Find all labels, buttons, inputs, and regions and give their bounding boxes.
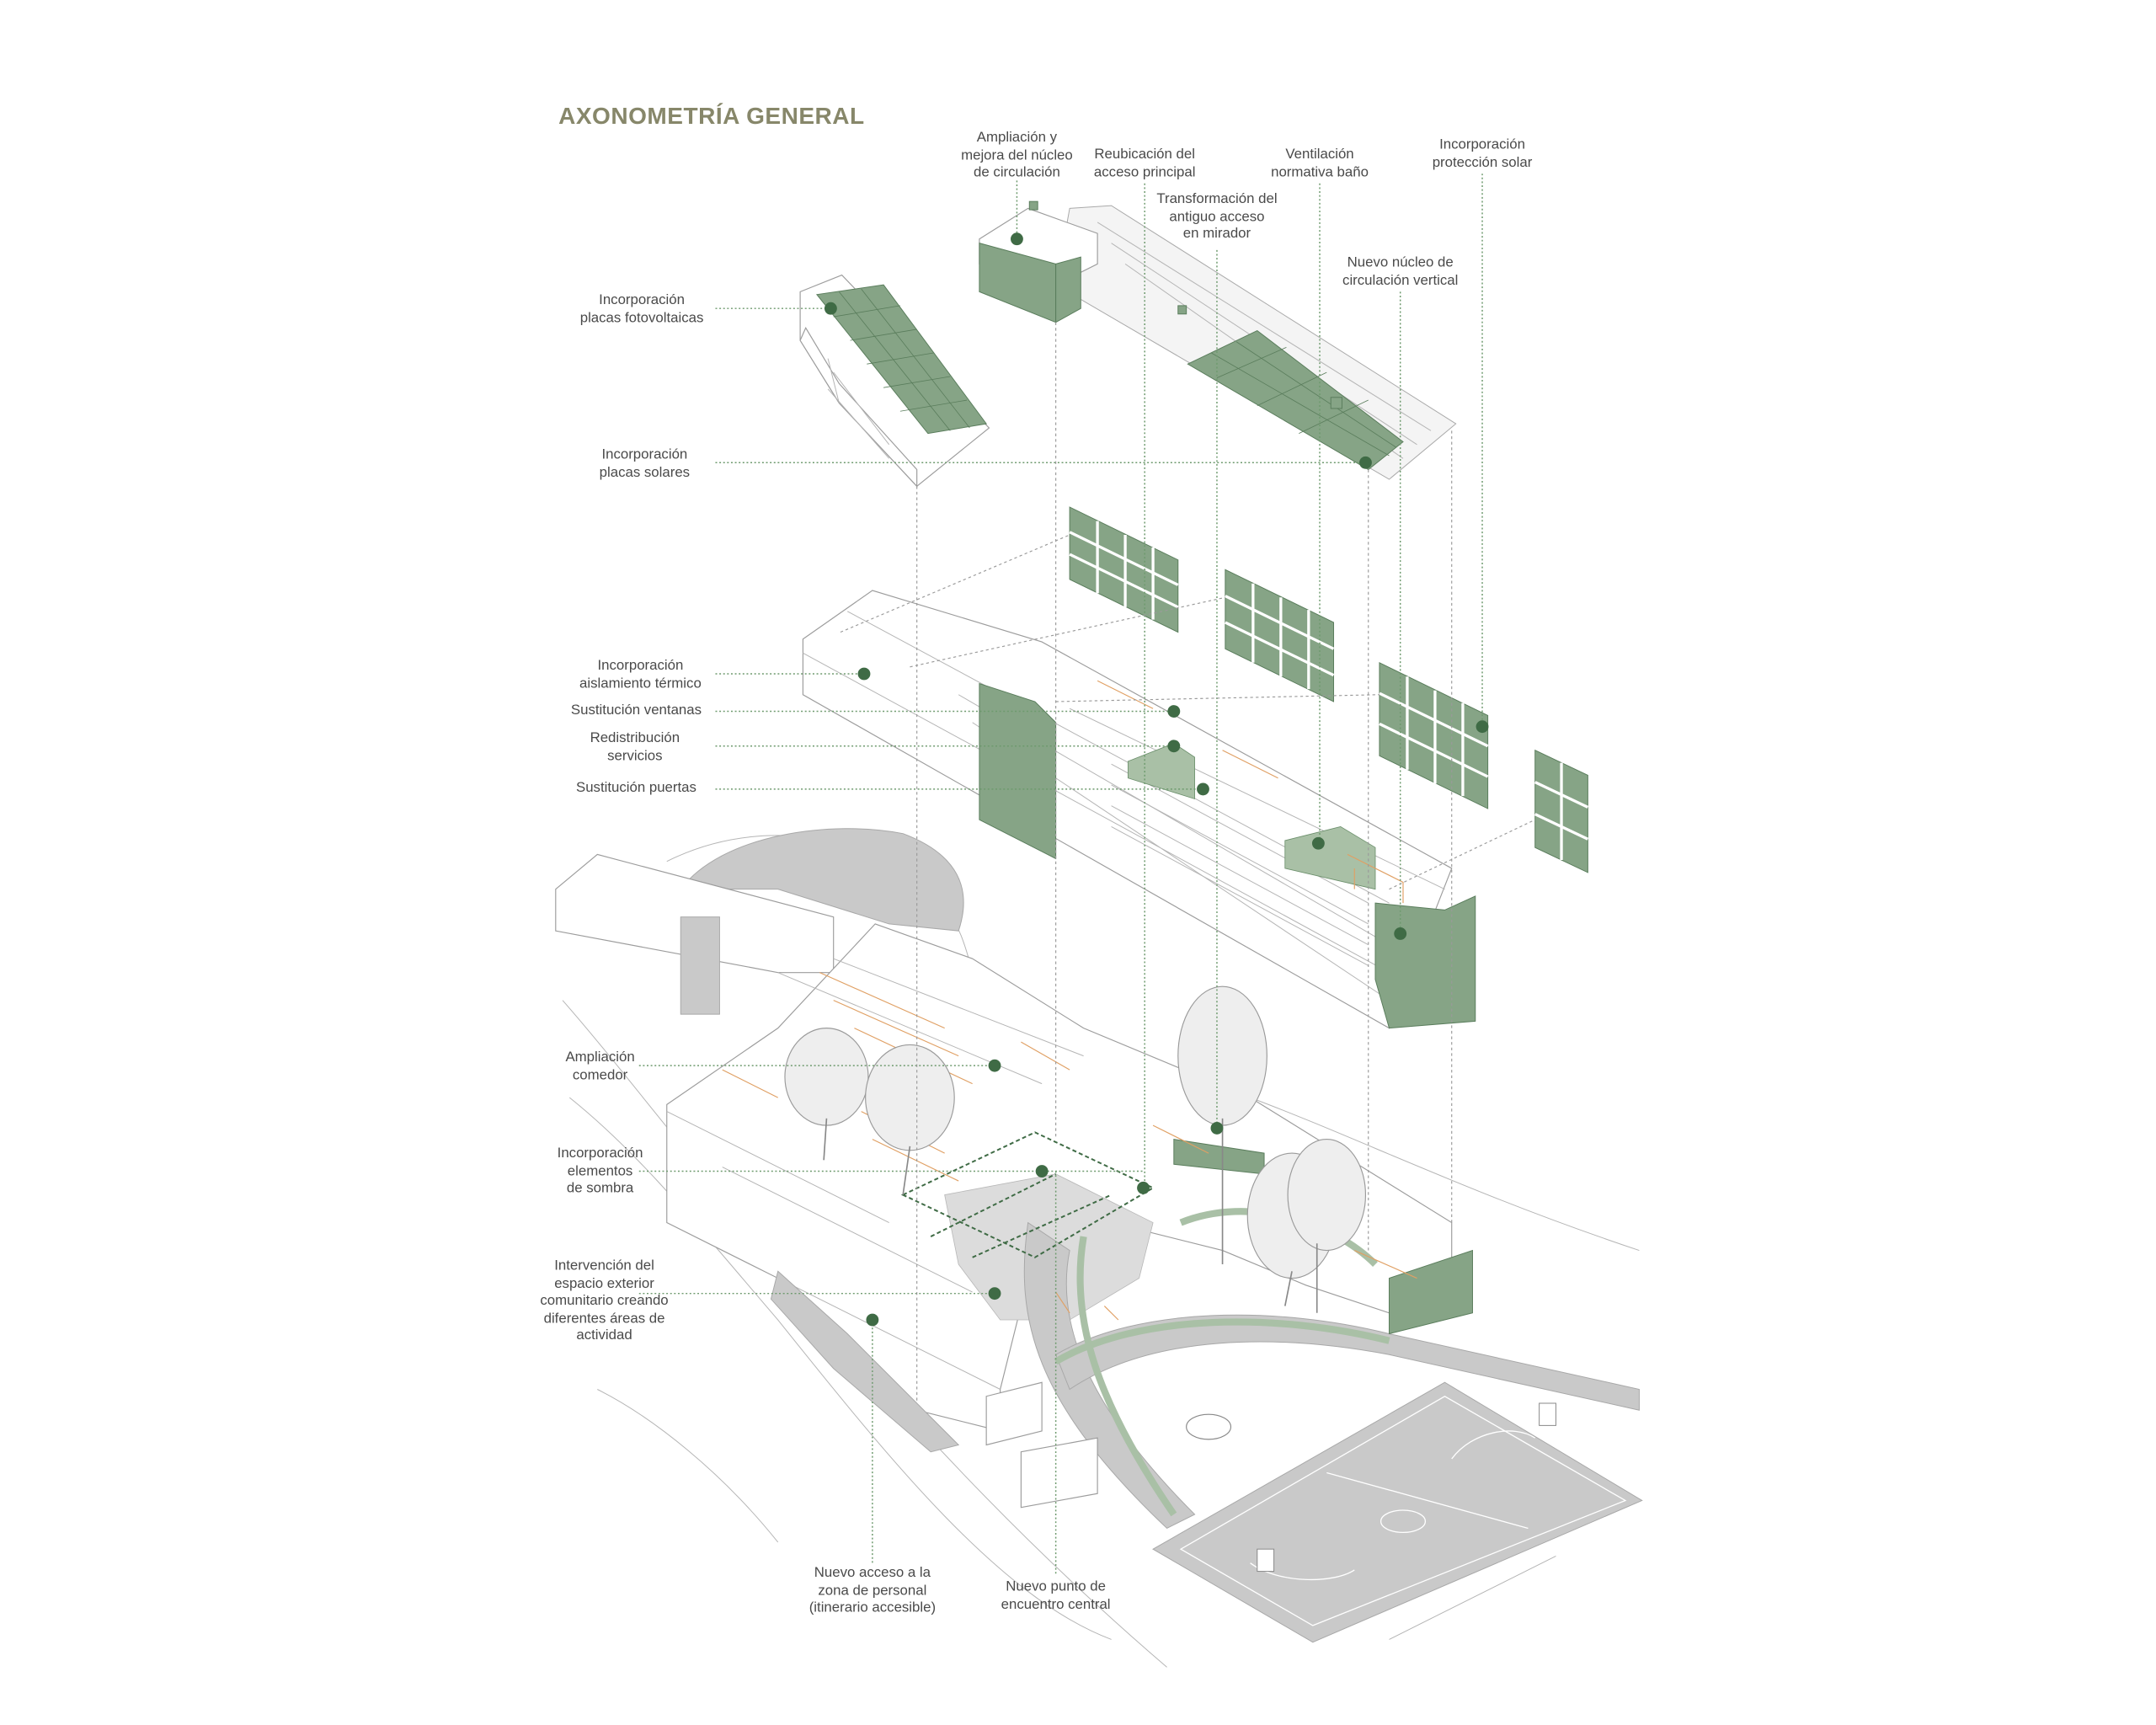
callout-dots <box>824 232 1489 1327</box>
basketball-court <box>1152 1381 1643 1643</box>
label-staff-access: Nuevo acceso a la zona de personal (itin… <box>808 1565 937 1616</box>
drawing-title: AXONOMETRÍA GENERAL <box>558 103 865 130</box>
label-main-access: Reubicación del acceso principal <box>1093 147 1196 180</box>
solar-protection-panels <box>1069 506 1589 873</box>
trees <box>784 985 1367 1313</box>
paths <box>1023 1221 1196 1530</box>
solar-panels <box>1187 330 1404 471</box>
label-windows: Sustitución ventanas <box>570 702 702 718</box>
label-exterior: Intervención del espacio exterior comuni… <box>540 1258 669 1344</box>
label-dining: Ampliación comedor <box>565 1050 635 1083</box>
roof-main-block <box>979 200 1457 480</box>
label-lookout: Transformación del antiguo acceso en mir… <box>1156 191 1278 243</box>
ground-floor-complex <box>555 828 1640 1530</box>
label-circulation-core: Ampliación y mejora del núcleo de circul… <box>961 131 1073 181</box>
label-ventilation: Ventilación normativa baño <box>1271 147 1369 180</box>
roof-photovoltaic-block <box>799 274 990 488</box>
label-meeting-point: Nuevo punto de encuentro central <box>1001 1579 1111 1613</box>
label-insulation: Incorporación aislamiento térmico <box>579 658 702 692</box>
slope-area <box>680 828 964 932</box>
label-photovoltaic: Incorporación placas fotovoltaicas <box>579 293 704 326</box>
label-solar-protection: Incorporación protección solar <box>1432 137 1533 171</box>
label-solar-panels: Incorporación placas solares <box>599 447 691 481</box>
access-ramp <box>770 1270 960 1453</box>
facade-new-vertical-core <box>1374 895 1476 1029</box>
label-shade: Incorporación elementos de sombra <box>557 1146 643 1197</box>
shade-elements <box>900 1131 1155 1258</box>
label-services: Redistribución servicios <box>590 730 680 764</box>
label-vertical-core: Nuevo núcleo de circulación vertical <box>1342 255 1459 289</box>
label-doors: Sustitución puertas <box>576 781 696 797</box>
photovoltaic-panels <box>815 284 988 435</box>
